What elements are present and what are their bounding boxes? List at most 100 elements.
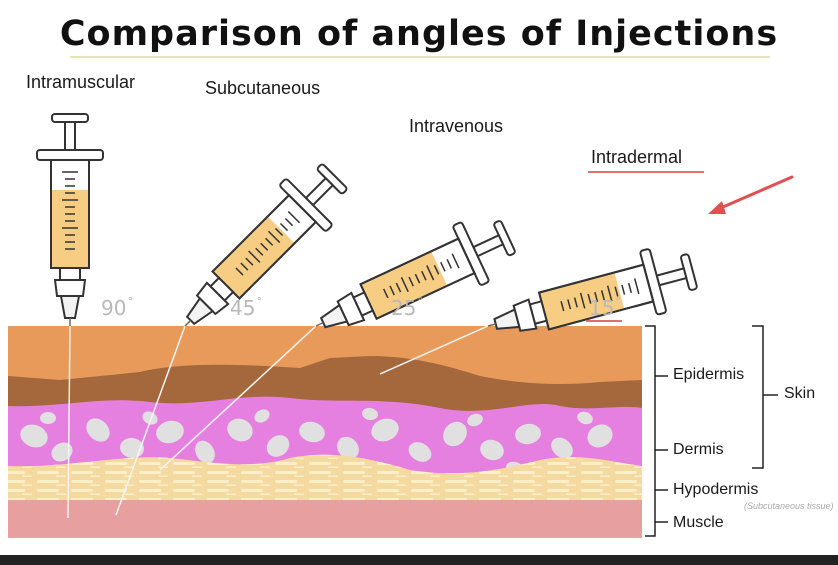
label-intradermal: Intradermal — [591, 147, 683, 167]
syringe-tick — [279, 222, 289, 232]
syringe-tick — [567, 299, 572, 310]
label-dermis: Dermis — [673, 441, 724, 458]
syringe-tip — [59, 295, 81, 319]
syringe — [36, 113, 104, 326]
syringe-tick — [426, 265, 435, 281]
syringe-tick — [600, 290, 605, 301]
needle-shaft — [379, 326, 489, 375]
syringe-tick — [579, 292, 586, 309]
syringe-plunger-rod — [64, 121, 76, 151]
skin-bracket — [752, 325, 764, 469]
syringe-tick — [240, 262, 249, 271]
syringe-tick — [560, 301, 565, 312]
needle-shaft — [159, 326, 317, 471]
needle-shaft — [115, 326, 186, 516]
syringe-tick — [573, 297, 578, 308]
layers-bracket — [645, 325, 656, 537]
dermis-cell — [40, 412, 56, 424]
syringe-tick — [446, 259, 453, 269]
dermis-cell — [467, 413, 483, 427]
angle-intradermal-underline — [586, 320, 622, 322]
syringe-tick — [440, 261, 446, 272]
syringe-tick — [260, 242, 269, 251]
angle-subcutaneous: 45° — [230, 295, 262, 320]
syringe-tick — [433, 264, 440, 275]
needle-shaft — [67, 326, 71, 519]
title-underline — [70, 56, 770, 58]
syringe-tip — [493, 308, 521, 330]
syringe-tick — [606, 285, 613, 302]
label-intramuscular: Intramuscular — [26, 72, 136, 92]
syringe-hub — [53, 279, 87, 297]
highlight-arrow — [714, 175, 794, 212]
syringe-tick — [274, 227, 284, 237]
muscle-layer — [8, 500, 642, 538]
dermis-cell — [142, 411, 158, 425]
dermis-cell — [362, 407, 378, 421]
dermis-cell — [195, 440, 215, 464]
syringe-flange — [36, 149, 104, 161]
dermis-cells — [20, 407, 613, 475]
dermis-cell — [86, 418, 110, 442]
dermis-cell — [254, 409, 270, 423]
dermis-cell — [515, 423, 541, 445]
syringe-tick — [235, 267, 244, 276]
dermis-cell — [371, 418, 399, 442]
dermis-cell — [299, 421, 325, 443]
dermis-cell — [587, 424, 613, 448]
syringe-tick — [395, 282, 402, 293]
label-muscle: Muscle — [673, 514, 724, 531]
dermis-cell — [227, 418, 253, 442]
syringe-needle — [184, 319, 192, 327]
syringe-tick — [400, 277, 409, 293]
syringe-tick — [627, 282, 633, 293]
syringe-tick — [248, 250, 261, 263]
syringe-tick — [633, 278, 640, 295]
syringe-tick — [245, 257, 254, 266]
angle-intradermal: 15° — [589, 295, 621, 320]
layer-brackets — [645, 325, 778, 537]
syringe-tip — [185, 296, 215, 326]
label-skin: Skin — [784, 385, 816, 402]
syringe-nozzle — [59, 267, 81, 281]
dermis-cell — [51, 442, 73, 462]
syringe-tick — [451, 253, 460, 269]
syringe-tick — [267, 230, 281, 244]
syringe-tick — [421, 270, 427, 281]
syringe-tick — [408, 276, 414, 287]
bottom-bar — [0, 555, 838, 565]
angle-intramuscular: 90° — [101, 295, 133, 320]
dermis-cell — [480, 439, 504, 461]
syringe-tick — [594, 291, 599, 303]
syringe-tick — [389, 285, 395, 296]
dermis-cell — [337, 436, 359, 460]
dermis-cell — [156, 420, 184, 444]
syringe-needle — [315, 321, 324, 327]
page-title: Comparison of angles of Injections — [59, 14, 779, 54]
syringes — [36, 113, 698, 332]
label-epidermis: Epidermis — [673, 366, 745, 383]
syringe — [184, 163, 348, 327]
dermis-cell — [443, 421, 467, 447]
syringe-tick — [587, 293, 592, 304]
syringe-tick — [284, 217, 294, 227]
syringe-needle — [487, 323, 496, 327]
syringe-hub — [512, 298, 538, 332]
syringe-tick — [414, 273, 421, 284]
syringe-tick — [287, 210, 301, 224]
syringe-hub — [195, 281, 230, 316]
syringe — [315, 220, 516, 329]
syringe-tick — [382, 288, 389, 299]
angle-intravenous: 25° — [391, 295, 423, 320]
syringe-plunger-rod — [472, 233, 505, 258]
label-intravenous: Intravenous — [409, 116, 504, 136]
syringe-tick — [265, 237, 274, 246]
dermis-cell — [266, 435, 290, 457]
syringe — [487, 248, 698, 332]
dermis-cell — [551, 437, 573, 459]
label-hypodermis-note: (Subcutaneous tissue) — [744, 501, 834, 511]
syringe-plunger-rod — [655, 267, 688, 287]
syringe-plunger-cap — [51, 113, 89, 123]
